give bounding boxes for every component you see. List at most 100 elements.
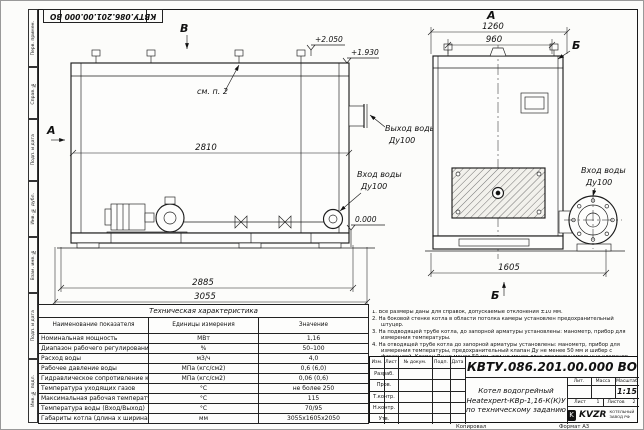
section-b-label-top: Б [572, 39, 580, 52]
margin-strip-label: Перв. примен. [30, 20, 36, 56]
boiler-door [451, 167, 546, 219]
lifting-lug [489, 47, 507, 57]
row-prov: Пров. [376, 382, 392, 388]
water-out-label: Выход воды [385, 124, 436, 133]
col-header-unit: Единицы измерения [148, 317, 259, 334]
row-nkontr: Н.контр. [372, 404, 396, 411]
margin-strip-label: Инв. № подл. [30, 375, 36, 407]
doc-number: КВТУ.086.201.00.000 ВО [467, 360, 637, 374]
dimensions-front: 1260 960 1605 [427, 22, 610, 277]
lit-label: Лит. [573, 378, 585, 384]
dim-2885: 2885 [192, 278, 214, 288]
col-header-value: Значение [258, 317, 369, 334]
see-note-label: см. п. 2 [197, 87, 228, 96]
row-razrab: Разраб. [374, 370, 394, 377]
listov-value: 2 [632, 399, 636, 405]
col-podp: Подп. [434, 360, 448, 365]
inspection-box [520, 92, 549, 114]
water-in-label-side: Вход воды [357, 170, 402, 179]
drawing-title-line2: Heatexpert-КВр-1,16-К(К)У [466, 395, 566, 405]
margin-strip: Перв. примен. [28, 9, 38, 67]
water-in-dn-label-side: Ду100 [360, 182, 387, 191]
margin-strip-label: Взам. инв. № [30, 249, 36, 281]
kopiroval-label: Копировал [456, 424, 487, 430]
boiler-side-view: А В см. п. 2 +2.050 +1.930 0.000 В [46, 22, 436, 306]
dim-1605: 1605 [498, 263, 520, 273]
margin-strip: Инв. № подл. [28, 359, 38, 423]
note-item: 1. Все размеры даны для справок, допуска… [372, 310, 563, 315]
drawing-title: Котел водогрейный Heatexpert-КВр-1,16-К(… [465, 377, 567, 424]
elevation-zero-label: 0.000 [355, 215, 377, 224]
top-fittings-side [91, 49, 306, 63]
boiler-skid [57, 232, 375, 249]
title-block: Изм. Лист № докум. Подп. Дата Разраб. Пр… [369, 356, 639, 424]
elevation-top-label: +2.050 [315, 35, 343, 44]
margin-strip: Подп. и дата [28, 293, 38, 359]
view-a-title: А [486, 9, 496, 22]
col-list: Лист [385, 360, 397, 365]
elevation-marks: +2.050 +1.930 0.000 [306, 35, 385, 247]
water-in-dn-label-front: Ду100 [585, 178, 612, 187]
table-title-row: Техническая характеристика [38, 304, 369, 318]
left-margin-strips: Перв. примен. Справ. № Подп. и дата Инв.… [28, 9, 38, 423]
inlet-flange-front [558, 191, 622, 252]
col-izm: Изм. [371, 360, 383, 365]
note-item: 2. На боковой стенке котла в области пот… [372, 315, 614, 328]
company-logo-cell: K KVZR КОТЕЛЬНЫЙ ЗАВОД РФ [567, 406, 639, 424]
margin-strip-label: Справ. № [30, 81, 36, 105]
massa-label: Масса [595, 378, 611, 384]
boiler-front-view: А [425, 9, 626, 302]
margin-strip-label: Инв. № дубл. [30, 193, 36, 225]
margin-strip: Подп. и дата [28, 119, 38, 181]
table-row: Диапазон рабочего регулирования%50–100 [38, 343, 369, 354]
format-label: Формат А3 [559, 424, 590, 430]
bottom-margin: Копировал Формат А3 [1, 424, 643, 430]
dim-3055: 3055 [194, 292, 216, 302]
valve-icon [234, 215, 248, 229]
col-data: Дата [451, 360, 464, 365]
margin-strip-label: Подп. и дата [30, 134, 36, 166]
listov-label: Листов [607, 399, 625, 405]
note-item: 3. На подводящей трубе котла, до запорно… [372, 328, 626, 341]
table-row: Гидравлическое сопротивление котлаМПа (к… [38, 373, 369, 384]
view-b-arrow-label: В [180, 22, 188, 35]
scale-value: 1:15 [617, 387, 637, 396]
water-out-dn-label: Ду100 [388, 136, 415, 145]
table-row: Максимальная рабочая температура воды°С1… [38, 393, 369, 404]
col-doc: № докум. [403, 360, 427, 365]
row-utv: Утв. [378, 415, 390, 422]
margin-strip: Взам. инв. № [28, 237, 38, 293]
elevation-mid-label: +1.930 [351, 48, 379, 57]
kvzr-logo-icon: K [567, 409, 577, 421]
format-value: А3 [582, 424, 590, 430]
dim-2810: 2810 [195, 143, 217, 153]
top-rotated-stamp: КВТУ.086.201.00.000 ВО [43, 9, 163, 23]
water-outlet-stub [348, 104, 368, 128]
base-front [425, 235, 625, 252]
dim-1260: 1260 [482, 22, 504, 32]
top-stamp-doc-number: КВТУ.086.201.00.000 ВО [49, 11, 157, 21]
tech-characteristics-table: Техническая характеристика Наименование … [38, 304, 369, 424]
row-tkontr: Т.контр. [373, 393, 395, 400]
list-label: Лист [574, 399, 586, 405]
inlet-piping-side [184, 208, 344, 230]
notes-block: 1. Все размеры даны для справок, допуска… [372, 310, 636, 357]
margin-strip: Справ. № [28, 67, 38, 119]
drawing-title-line1: Котел водогрейный [478, 385, 554, 395]
table-header-row: Наименование показателя Единицы измерени… [38, 317, 369, 334]
water-in-label-front: Вход воды [581, 166, 626, 175]
list-value: 1 [596, 399, 600, 405]
col-header-name: Наименование показателя [38, 317, 149, 334]
dim-960: 960 [486, 35, 502, 45]
masshtab-label: Масштаб [616, 378, 638, 384]
company-name: КОТЕЛЬНЫЙ ЗАВОД РФ [609, 409, 635, 419]
view-a-arrow-label: А [46, 124, 56, 137]
valve-icon [278, 215, 292, 229]
